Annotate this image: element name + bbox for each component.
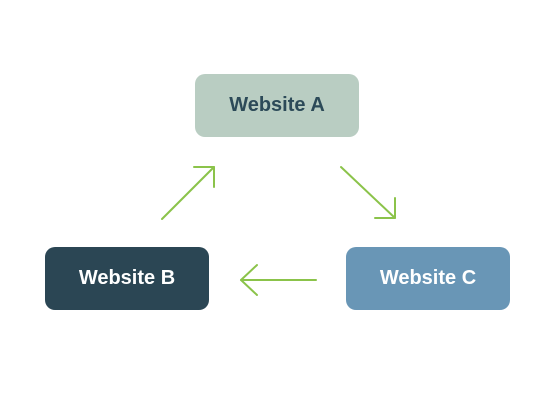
- arrow-icon-c-to-b: [240, 264, 317, 296]
- node-website-a: Website A: [195, 74, 359, 137]
- node-website-a-label: Website A: [229, 94, 325, 116]
- node-website-b-label: Website B: [78, 267, 176, 289]
- node-website-c: Website C: [346, 247, 510, 310]
- arrow-icon-a-to-c: [340, 166, 396, 219]
- node-website-c-label: Website C: [379, 267, 477, 289]
- node-website-b: Website B: [45, 247, 209, 310]
- arrow-icon-b-to-a: [161, 166, 215, 220]
